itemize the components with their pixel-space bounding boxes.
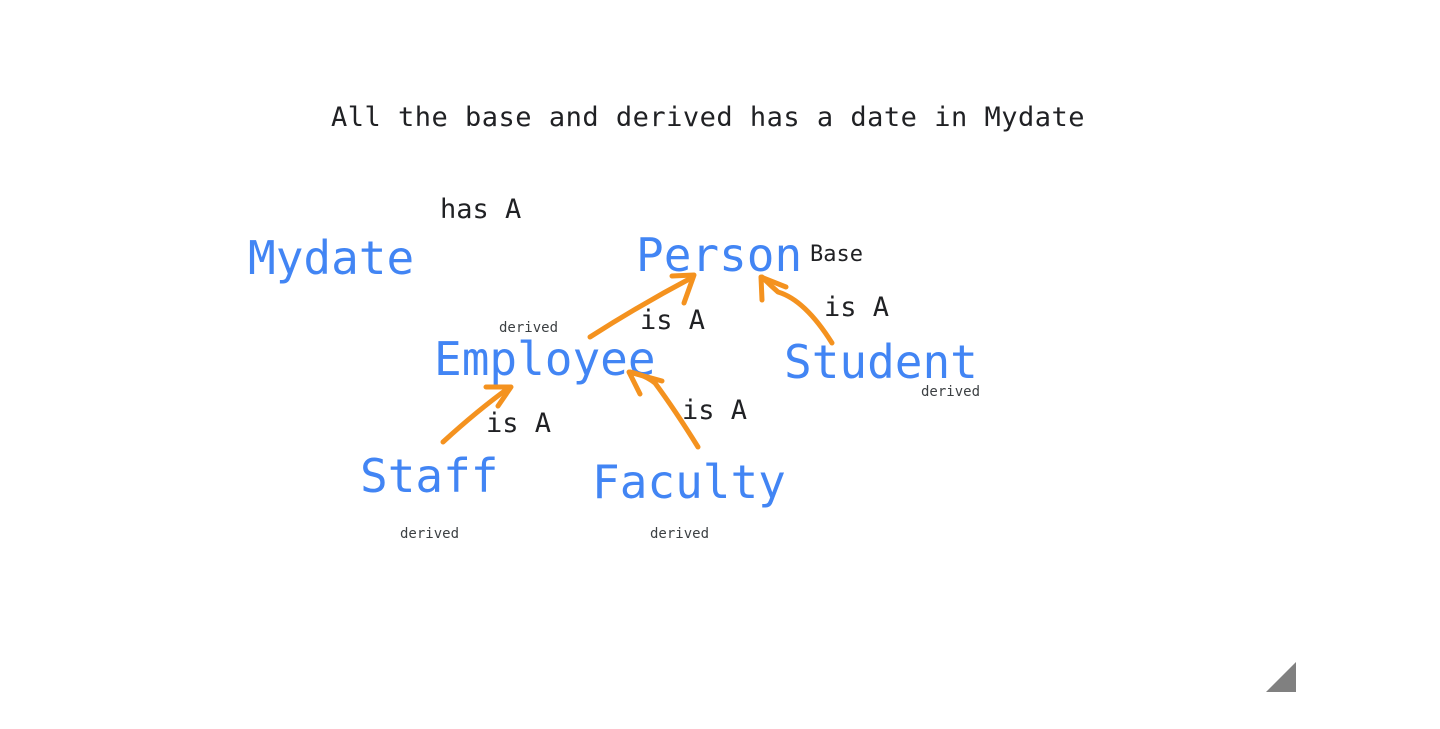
diagram-heading: All the base and derived has a date in M…	[331, 102, 1085, 133]
has-a-label: has A	[440, 194, 522, 225]
student-to-person-arrow	[759, 274, 835, 346]
staff-node: Staff	[360, 449, 499, 503]
employee-node: Employee	[434, 332, 656, 386]
employee-derived-label: derived	[499, 320, 559, 336]
mydate-node: Mydate	[248, 231, 415, 285]
staff-is-a-employee-label: is A	[486, 408, 552, 439]
staff-derived-label: derived	[400, 526, 460, 542]
faculty-is-a-employee-label: is A	[682, 395, 748, 426]
student-node: Student	[784, 335, 978, 389]
faculty-derived-label: derived	[650, 526, 710, 542]
faculty-node: Faculty	[592, 455, 786, 509]
resize-handle-triangle	[1266, 662, 1296, 692]
employee-is-a-person-label: is A	[640, 305, 706, 336]
resize-handle-icon[interactable]	[1266, 662, 1296, 692]
student-is-a-person-label: is A	[824, 292, 890, 323]
person-node: Person	[636, 228, 803, 282]
student-derived-label: derived	[921, 384, 981, 400]
staff-to-employee-arrowhead	[483, 384, 514, 409]
base-label: Base	[810, 242, 863, 267]
